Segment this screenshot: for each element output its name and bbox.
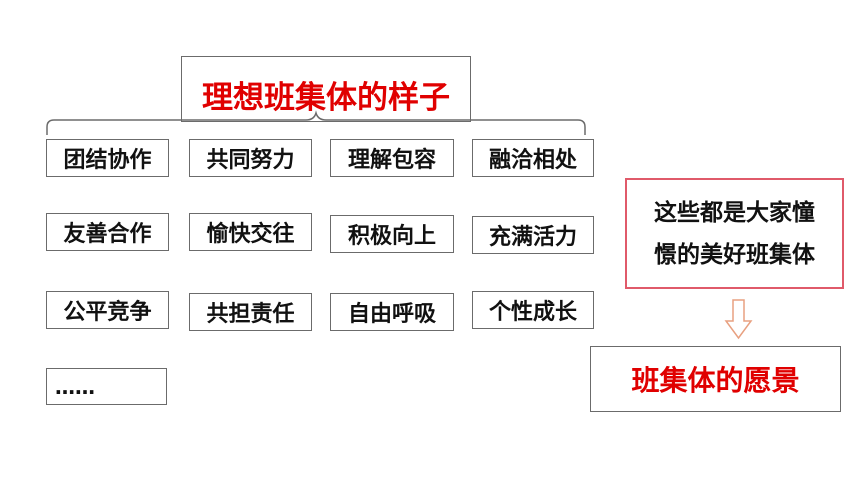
quality-box: 个性成长: [472, 291, 594, 329]
quality-box: 理解包容: [330, 139, 454, 177]
quality-box: 融洽相处: [472, 139, 594, 177]
summary-note-line-1: 这些都是大家憧: [654, 199, 815, 226]
quality-box: 友善合作: [46, 213, 169, 251]
summary-note-line-2: 憬的美好班集体: [654, 241, 815, 268]
quality-box: 共同努力: [189, 139, 312, 177]
ellipsis-box: ……: [46, 368, 167, 405]
quality-box: 共担责任: [189, 293, 312, 331]
vision-box: 班集体的愿景: [590, 346, 841, 412]
down-arrow-icon: [724, 299, 753, 340]
quality-box: 公平竞争: [46, 291, 169, 329]
quality-box: 团结协作: [46, 139, 169, 177]
quality-box: 自由呼吸: [330, 293, 454, 331]
grouping-brace: [46, 110, 586, 135]
quality-box: 积极向上: [330, 215, 454, 253]
summary-note: 这些都是大家憧 憬的美好班集体: [625, 178, 844, 289]
quality-box: 充满活力: [472, 216, 594, 254]
quality-box: 愉快交往: [189, 213, 312, 251]
diagram-title: 理想班集体的样子: [181, 56, 471, 122]
